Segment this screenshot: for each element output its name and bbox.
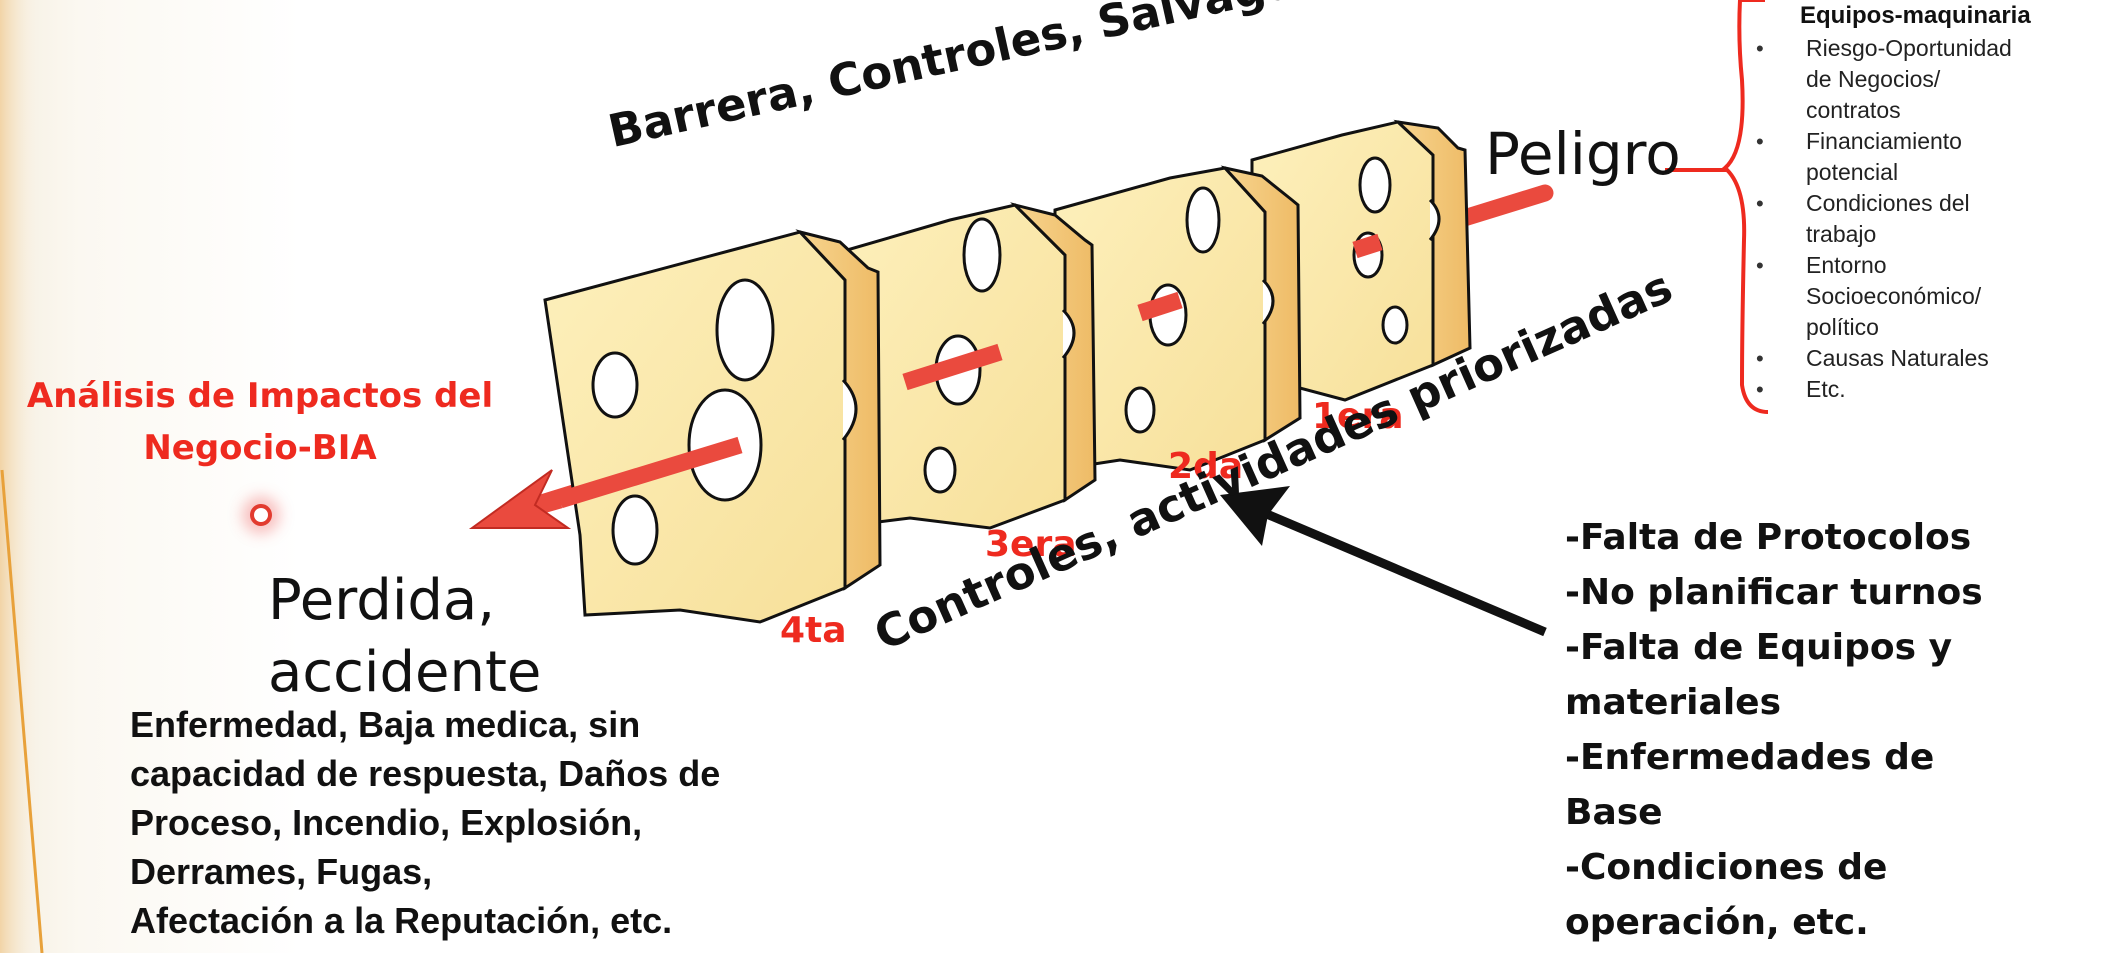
cheese-slice-2 (1053, 165, 1302, 472)
left-edge-line (0, 469, 44, 953)
impact-analysis-label: Análisis de Impactos del Negocio-BIA (0, 370, 520, 474)
bullet-icon: • (1756, 377, 1764, 402)
risk-source-item: Etc. (1806, 376, 1846, 402)
risk-source-item: Financiamiento potencial (1806, 128, 1962, 185)
loss-label: Perdida, accidente (268, 565, 541, 709)
losses-text: Enfermedad, Baja medica, sin capacidad d… (130, 704, 721, 941)
barrier-label-1: 1era (1312, 396, 1404, 437)
barrier-label-3: 3era (985, 524, 1077, 565)
bullet-icon: • (1756, 191, 1764, 216)
highlight-dot-icon (250, 504, 272, 526)
list-item: • Etc. (1752, 374, 2012, 405)
barrier-label-2: 2da (1168, 446, 1244, 487)
risk-source-item: Entorno Socioeconómico/ político (1806, 252, 1982, 340)
causes-arrow-shaft (1260, 507, 1547, 637)
risk-source-item: Riesgo-Oportunidad de Negocios/ contrato… (1806, 35, 2012, 123)
list-item: • Financiamiento potencial (1752, 126, 2012, 188)
bullet-icon: • (1756, 346, 1764, 371)
causes-text: -Falta de Protocolos -No planificar turn… (1565, 517, 1983, 943)
list-item: • Condiciones del trabajo (1752, 188, 2012, 250)
left-edge-decoration (0, 0, 40, 953)
bullet-icon: • (1756, 36, 1764, 61)
hazard-arrow-through-holes (902, 343, 1003, 391)
list-item: • Entorno Socioeconómico/ político (1752, 250, 2012, 343)
risk-source-item: Causas Naturales (1806, 345, 1989, 371)
loss-label-line-2: accidente (268, 640, 542, 705)
impact-analysis-line-1: Análisis de Impactos del (26, 376, 494, 416)
risk-sources-title: Equipos-maquinaria (1800, 2, 2031, 29)
bullet-icon: • (1756, 129, 1764, 154)
barrier-label-4: 4ta (780, 610, 847, 651)
list-item: • Causas Naturales (1752, 343, 2012, 374)
causes-arrow-head (1220, 486, 1290, 546)
risk-sources-list: • Riesgo-Oportunidad de Negocios/ contrat… (1752, 33, 2012, 405)
risk-source-item: Condiciones del trabajo (1806, 190, 1970, 247)
loss-label-line-1: Perdida, (268, 568, 496, 633)
list-item: • Riesgo-Oportunidad de Negocios/ contrat… (1752, 33, 2012, 126)
impact-analysis-line-2: Negocio-BIA (143, 428, 377, 468)
hazard-label: Peligro (1485, 120, 1681, 188)
bullet-icon: • (1756, 253, 1764, 278)
cheese-slice-4 (543, 229, 882, 624)
hazard-arrow-front (557, 436, 743, 509)
risk-sources-brace (1665, 0, 1769, 414)
hazard-arrow-head (468, 469, 572, 529)
